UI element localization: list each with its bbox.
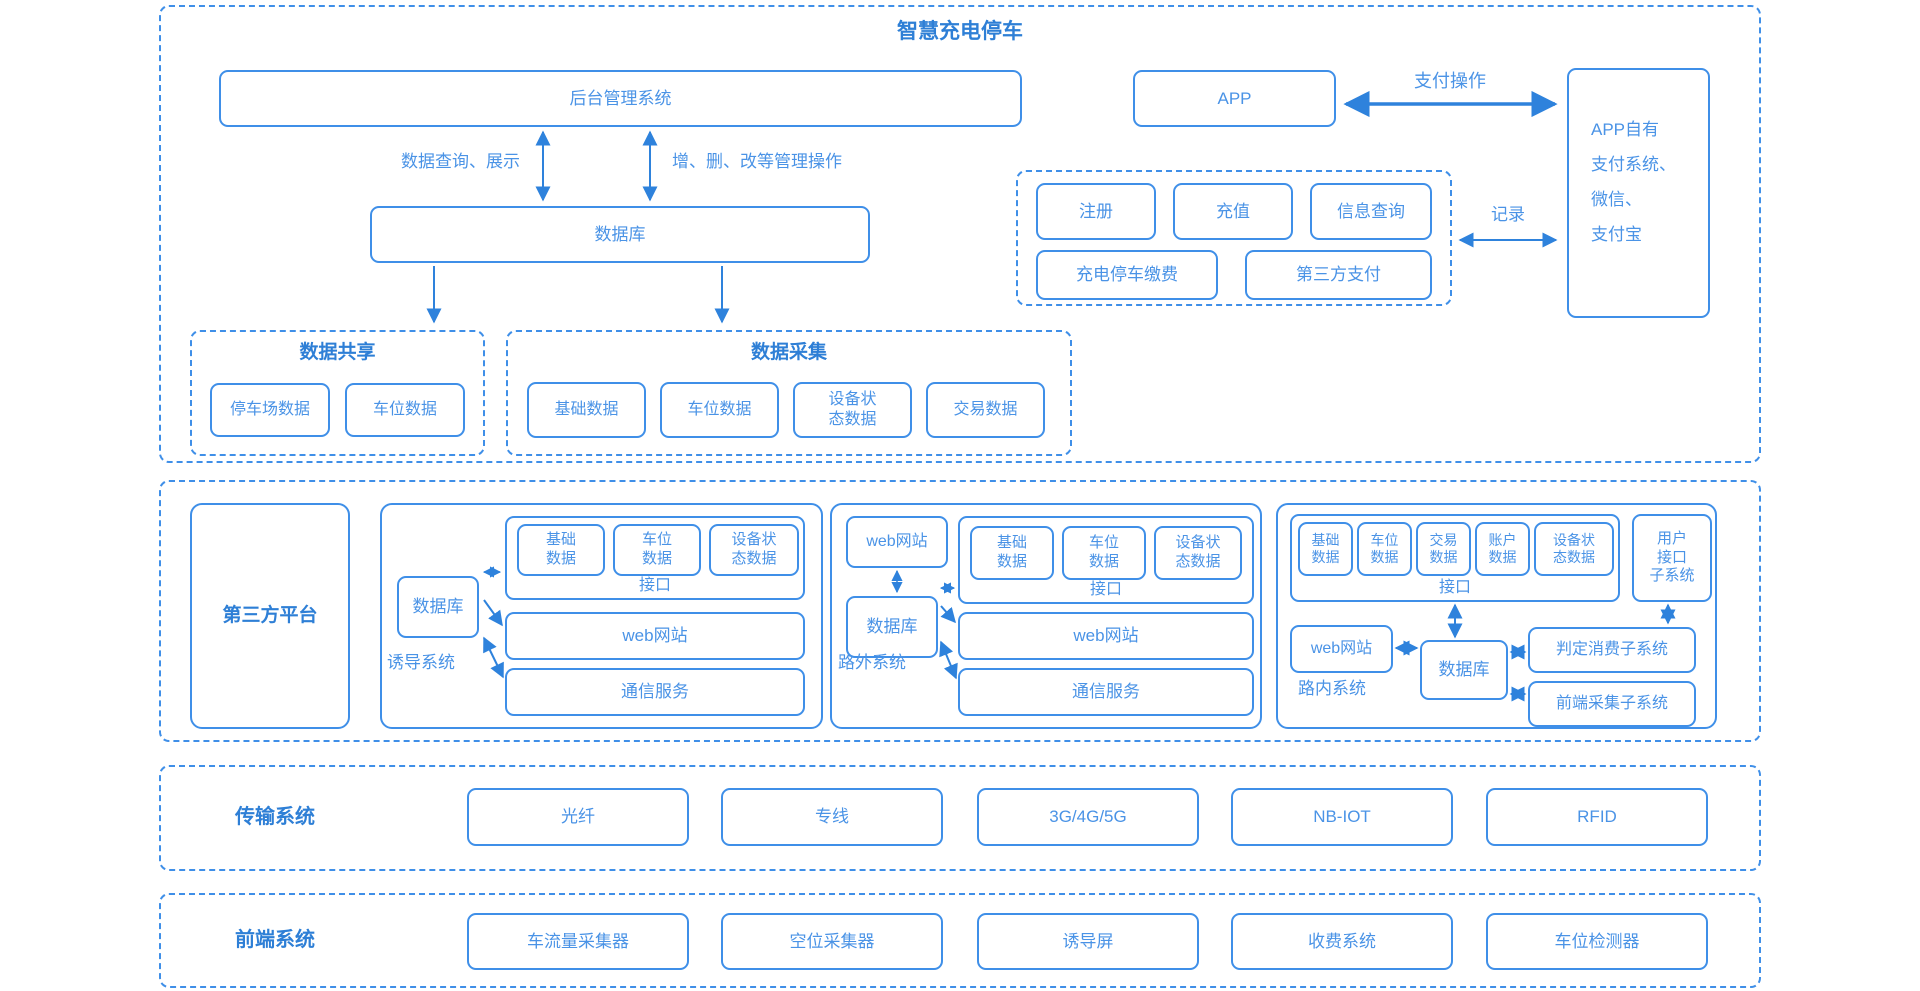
function-parking-pay-box: 充电停车缴费: [1036, 250, 1218, 300]
app-functions-group: [1016, 170, 1452, 306]
smart-parking-section: [159, 5, 1761, 463]
onroad-if-device-status-data: 设备状 态数据: [1534, 522, 1614, 576]
function-info-query-box: 信息查询: [1310, 183, 1432, 240]
backend-management-box: 后台管理系统: [219, 70, 1022, 127]
offroad-system-label: 路外系统: [838, 653, 906, 672]
guidance-comm-box: 通信服务: [505, 668, 805, 716]
onroad-database-box: 数据库: [1420, 640, 1508, 700]
app-box: APP: [1133, 70, 1336, 127]
guidance-system-label: 诱导系统: [387, 653, 455, 672]
transmission-fiber-box: 光纤: [467, 788, 689, 846]
third-party-platform-section: [159, 480, 1761, 742]
onroad-interface-label: 接口: [1438, 579, 1471, 596]
offroad-if-device-status-data: 设备状 态数据: [1154, 526, 1242, 580]
onroad-if-account-data: 账户 数据: [1475, 522, 1530, 576]
guidance-web-box: web网站: [505, 612, 805, 660]
guidance-if-device-status-data: 设备状 态数据: [709, 524, 799, 576]
app-payment-systems-box: APP自有 支付系统、 微信、 支付宝: [1567, 68, 1710, 318]
guidance-database-box: 数据库: [397, 576, 479, 638]
guidance-if-basic-data: 基础 数据: [517, 524, 605, 576]
frontend-space-detector-box: 车位检测器: [1486, 913, 1708, 970]
label-record: 记录: [1491, 205, 1525, 224]
guidance-if-space-data: 车位 数据: [613, 524, 701, 576]
offroad-web-box: web网站: [958, 612, 1254, 660]
label-data-query-display: 数据查询、展示: [401, 152, 520, 171]
share-item-space-data: 车位数据: [345, 383, 465, 437]
onroad-if-space-data: 车位 数据: [1357, 522, 1412, 576]
offroad-database-box: 数据库: [846, 596, 938, 658]
offroad-if-space-data: 车位 数据: [1062, 526, 1146, 580]
transmission-3g4g5g-box: 3G/4G/5G: [977, 788, 1199, 846]
onroad-if-transaction-data: 交易 数据: [1416, 522, 1471, 576]
transmission-section: [159, 765, 1761, 871]
onroad-system-label: 路内系统: [1298, 679, 1366, 698]
offroad-web-small-box: web网站: [846, 516, 948, 568]
data-share-group: [190, 330, 485, 456]
section-title-smart-parking: 智慧充电停车: [897, 20, 1023, 43]
data-share-title: 数据共享: [299, 342, 376, 363]
offroad-comm-box: 通信服务: [958, 668, 1254, 716]
label-payment-operation: 支付操作: [1414, 71, 1486, 91]
transmission-title: 传输系统: [235, 806, 315, 828]
collect-item-device-status-data: 设备状 态数据: [793, 382, 912, 438]
frontend-vacancy-collector-box: 空位采集器: [721, 913, 943, 970]
label-crud-operations: 增、删、改等管理操作: [672, 152, 842, 171]
collect-item-transaction-data: 交易数据: [926, 382, 1045, 438]
function-register-box: 注册: [1036, 183, 1156, 240]
database-box: 数据库: [370, 206, 870, 263]
onroad-frontend-collect-box: 前端采集子系统: [1528, 681, 1696, 727]
transmission-nbiot-box: NB-IOT: [1231, 788, 1453, 846]
onroad-user-interface-subsystem-box: 用户 接口 子系统: [1632, 514, 1712, 602]
frontend-guidance-screen-box: 诱导屏: [977, 913, 1199, 970]
function-recharge-box: 充值: [1173, 183, 1293, 240]
onroad-web-box: web网站: [1290, 625, 1393, 673]
onroad-system-box: [1276, 503, 1717, 729]
onroad-if-basic-data: 基础 数据: [1298, 522, 1353, 576]
data-collect-title: 数据采集: [750, 342, 827, 363]
offroad-if-basic-data: 基础 数据: [970, 526, 1054, 580]
function-third-party-pay-box: 第三方支付: [1245, 250, 1432, 300]
offroad-system-box: [830, 503, 1262, 729]
frontend-traffic-collector-box: 车流量采集器: [467, 913, 689, 970]
frontend-charging-system-box: 收费系统: [1231, 913, 1453, 970]
frontend-section: [159, 893, 1761, 988]
third-party-platform-box: 第三方平台: [190, 503, 350, 729]
collect-item-basic-data: 基础数据: [527, 382, 646, 438]
guidance-system-box: [380, 503, 823, 729]
frontend-title: 前端系统: [235, 929, 315, 951]
collect-item-space-data: 车位数据: [660, 382, 779, 438]
data-collect-group: [506, 330, 1072, 456]
onroad-judge-consume-box: 判定消费子系统: [1528, 627, 1696, 673]
share-item-parking-lot-data: 停车场数据: [210, 383, 330, 437]
guidance-interface-label: 接口: [638, 577, 671, 594]
offroad-interface-label: 接口: [1089, 581, 1122, 598]
transmission-rfid-box: RFID: [1486, 788, 1708, 846]
transmission-dedicated-line-box: 专线: [721, 788, 943, 846]
